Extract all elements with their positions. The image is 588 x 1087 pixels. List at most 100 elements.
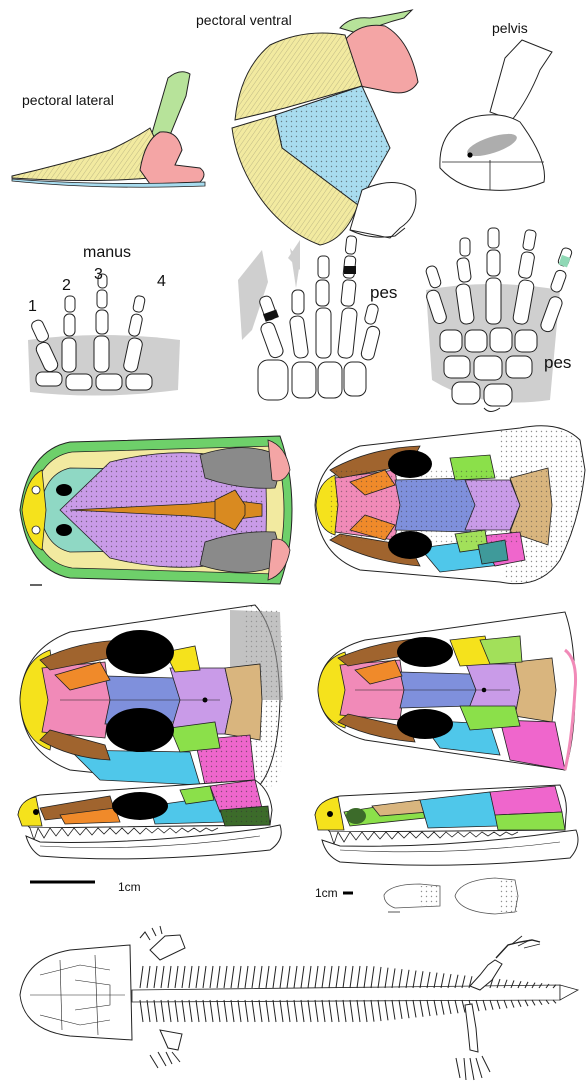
scapula-lateral <box>149 71 191 141</box>
pes-diagram-right <box>425 227 573 412</box>
rib-dorsal <box>216 965 221 989</box>
quadratojugal-dorsal-right <box>479 635 523 665</box>
premaxilla-palatal <box>21 469 47 551</box>
cultriform-process <box>69 499 263 521</box>
rib-dorsal <box>503 979 508 989</box>
rib-dorsal <box>545 983 550 989</box>
rib-ventral <box>286 999 291 1023</box>
rib-dorsal <box>300 965 305 989</box>
rib-dorsal <box>167 965 172 989</box>
quadratojugal-lateral-right <box>494 811 566 831</box>
rib-dorsal <box>419 971 424 989</box>
skeleton-diagram <box>19 925 580 1081</box>
pectoral-ventral-diagram <box>231 9 419 246</box>
forelimb-upper <box>149 934 186 961</box>
tooth-row-left <box>29 827 219 842</box>
rib-dorsal <box>314 965 319 989</box>
rib-ventral <box>433 999 438 1016</box>
rib-ventral <box>440 999 445 1015</box>
rib-dorsal <box>384 967 389 989</box>
rib-dorsal <box>454 974 459 989</box>
acetabulum <box>467 133 517 157</box>
orbit-lateral-right <box>346 808 366 824</box>
rib-ventral <box>153 999 158 1023</box>
coracoid-lateral <box>139 131 205 185</box>
ilium <box>489 39 553 121</box>
rib-dorsal <box>517 980 522 989</box>
rib-ventral <box>195 999 200 1023</box>
skull-dorsal-right <box>317 611 577 771</box>
tabular-dorsal-left <box>224 663 263 741</box>
rib-ventral <box>188 999 193 1023</box>
rib-ventral <box>223 999 228 1023</box>
label-digit-1: 1 <box>28 298 37 315</box>
postorbital-green-dorsal-right <box>459 705 521 731</box>
rib-ventral <box>503 999 508 1009</box>
rib-dorsal <box>251 965 256 989</box>
pes-diagram-left <box>238 235 381 401</box>
label-digit-4: 4 <box>157 273 166 290</box>
rib-dorsal <box>405 969 410 989</box>
premaxilla-lateral-left <box>17 796 43 827</box>
label-pelvis: pelvis <box>492 20 528 36</box>
rib-dorsal <box>265 965 270 989</box>
rib-ventral <box>258 999 263 1023</box>
rib-dorsal <box>202 965 207 989</box>
orbit-dorsal-right-lower <box>397 709 453 739</box>
rib-ventral <box>335 999 340 1023</box>
rib-ventral <box>524 999 529 1007</box>
rib-ventral <box>321 999 326 1023</box>
tabular-dorsal-right <box>514 657 557 723</box>
rib-dorsal <box>209 965 214 989</box>
rib-dorsal <box>174 965 179 989</box>
coracoid-outline-ventral <box>349 182 417 239</box>
rib-dorsal <box>153 965 158 989</box>
rib-ventral <box>461 999 466 1013</box>
rib-dorsal <box>258 965 263 989</box>
rib-dorsal <box>160 965 165 989</box>
skull-dorsal-textured <box>314 425 586 585</box>
rib-ventral <box>510 999 515 1008</box>
label-pes-left: pes <box>370 283 398 302</box>
rib-dorsal <box>349 965 354 989</box>
label-scale-right: 1cm <box>315 886 338 900</box>
rib-dorsal <box>195 965 200 989</box>
rib-dorsal <box>538 983 543 989</box>
lacrimal-dorsal-left <box>54 661 111 691</box>
quadrate-lower <box>267 538 291 581</box>
rib-ventral <box>391 999 396 1020</box>
rib-ventral <box>412 999 417 1018</box>
rib-ventral <box>349 999 354 1023</box>
rib-ventral <box>279 999 284 1023</box>
rib-dorsal <box>370 966 375 989</box>
rib-dorsal <box>461 975 466 989</box>
orbit-dorsal-right-upper <box>397 637 453 667</box>
rib-dorsal <box>391 968 396 989</box>
lacrimal-lateral-left <box>59 807 121 825</box>
squamosal-dorsal-right <box>499 719 566 771</box>
rib-ventral <box>454 999 459 1014</box>
orbit-textured-lower <box>388 531 432 559</box>
skull-palatal-view <box>19 435 293 586</box>
quadrate-upper <box>267 439 291 482</box>
postorbital-lateral-left <box>179 785 215 805</box>
rib-ventral <box>202 999 207 1023</box>
rib-dorsal <box>342 965 347 989</box>
rib-ventral <box>405 999 410 1019</box>
orbit-dorsal-left-lower <box>106 708 174 752</box>
thumbnail-skull-dorsal <box>454 877 519 915</box>
rib-ventral <box>314 999 319 1023</box>
thumbnail-skull-lateral <box>383 883 441 913</box>
rib-dorsal <box>279 965 284 989</box>
tooth-row-right <box>329 831 519 846</box>
skull-dorsal-left <box>19 604 285 791</box>
rib-dorsal <box>139 965 144 989</box>
mandible-right <box>321 829 579 866</box>
rib-dorsal <box>496 978 501 989</box>
rib-dorsal <box>223 965 228 989</box>
label-pes-right: pes <box>544 353 572 372</box>
orbit-dorsal-left-upper <box>106 630 174 674</box>
skull-lateral-right <box>314 784 579 866</box>
rib-ventral <box>531 999 536 1006</box>
rib-ventral <box>419 999 424 1017</box>
